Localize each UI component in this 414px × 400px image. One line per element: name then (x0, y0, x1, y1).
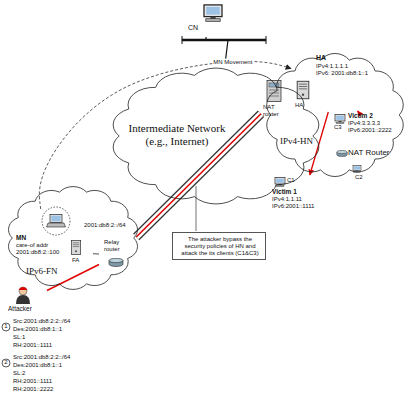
cloud-outline (267, 53, 404, 176)
packet-field: Src:2001:db8:2:2::/64 (13, 318, 70, 325)
connector-line (357, 111, 359, 112)
attacker-icon (16, 295, 30, 304)
node-label: Intermediate Network (e.g., Internet) (122, 122, 232, 147)
network-cloud: IPv4-HNNAT routerHAIPv4:1.1.1.1IPv6: 200… (262, 48, 408, 182)
computer-icon (335, 115, 345, 124)
server-icon (71, 240, 80, 254)
home-agent: HAIPv4:1.1.1.1IPv6: 2001:db8:1::1HA (292, 54, 382, 111)
node-label: C2 (355, 174, 363, 181)
backbone-bar (182, 36, 183, 44)
foreign-agent: FA (66, 238, 92, 268)
cloud-outline (113, 68, 319, 204)
cloud-outline (8, 187, 137, 290)
router-icon (337, 150, 348, 156)
node-label: IPv4:1.1.11 (272, 196, 302, 203)
node-label: MN (16, 234, 26, 241)
packet-field: RH:2001::1111 (13, 378, 52, 385)
edge-label: MN Movement (212, 58, 253, 65)
relay-router: Relay router (100, 238, 136, 272)
node-label: HA (316, 54, 326, 62)
leader-line (196, 186, 197, 231)
node-label: NAT Router (348, 148, 390, 157)
mobile-node: MNcare-of addr 2001:db8:2::100 (14, 210, 74, 264)
packet-field: Des:2001:db8:1::1 (13, 326, 62, 333)
packet-field: 2001:db8:2::/64 (84, 222, 126, 229)
node-label: Attacker (8, 305, 32, 312)
packet-field: RH:2001::1111 (13, 342, 52, 349)
node-label: IPv6: 2001:db8:1::1 (316, 70, 368, 77)
connector-line (93, 253, 99, 254)
attacker-icon (19, 287, 27, 295)
connector (93, 253, 99, 254)
attacker-icon (19, 287, 28, 290)
victim-host: Victim 2IPv4:3.3.3.3IPv6:2001::2222 C3 (332, 112, 408, 144)
attacker-icon (16, 287, 30, 304)
node-label: Relay router (104, 239, 134, 253)
node-label: CN (188, 24, 198, 32)
client-host: C2 (350, 164, 372, 184)
network-cloud: IPv6-FN MNcare-of addr 2001:db8:2::100FA R… (4, 182, 142, 294)
laptop-icon (47, 215, 66, 228)
node-label: IPv4:3.3.3.3 (348, 120, 380, 127)
node-label: HA (295, 102, 303, 109)
router-icon (109, 258, 123, 266)
callout-number: 1 (3, 323, 9, 330)
node-label: Victim 2 (348, 112, 373, 119)
computer-icon (204, 5, 222, 21)
packet-field: Des:2001:db8:1::1 (13, 362, 62, 369)
node-label: IPv6:2001::2222 (348, 127, 392, 134)
node-label: NAT router (263, 104, 288, 118)
packet-field: RH:2001::2222 (13, 386, 53, 393)
packet-field: SL:1 (13, 334, 25, 341)
callout-circle (2, 323, 10, 331)
packet-field: SL:2 (13, 370, 25, 377)
node-label: IPv6:2001::1111 (272, 203, 314, 210)
node-label: The attacker bypass the security policie… (177, 236, 263, 257)
node-label: Victim 1 (272, 188, 297, 195)
callout-number: 2 (3, 359, 9, 366)
attacker: Attacker (6, 286, 46, 316)
node-label: C1 (287, 177, 295, 184)
server-icon (297, 81, 309, 99)
connector (357, 111, 359, 112)
callout-circle (2, 359, 10, 367)
node-label: C3 (334, 124, 342, 131)
coverage-circle (42, 207, 70, 235)
node-label: IPv4-HN (280, 136, 313, 146)
backbone-bar (266, 36, 267, 44)
packet-field: Src:2001:db8:2:2::/64 (13, 354, 70, 361)
node-label: care-of addr 2001:db8:2::100 (16, 242, 72, 256)
nat-router: NAT router (262, 78, 290, 120)
node-label: IPv6-FN (26, 266, 58, 276)
node-label: IPv4:1.1.1.1 (316, 63, 348, 70)
node-label: FA (72, 257, 79, 264)
nat-router: NAT Router (334, 146, 398, 162)
victim-host: C1Victim 1IPv4:1.1.11IPv6:2001::1111 (270, 176, 336, 220)
nat-router-icon (267, 81, 281, 102)
host-computer: CN (186, 2, 226, 36)
callout-box: The attacker bypass the security policie… (172, 232, 266, 260)
